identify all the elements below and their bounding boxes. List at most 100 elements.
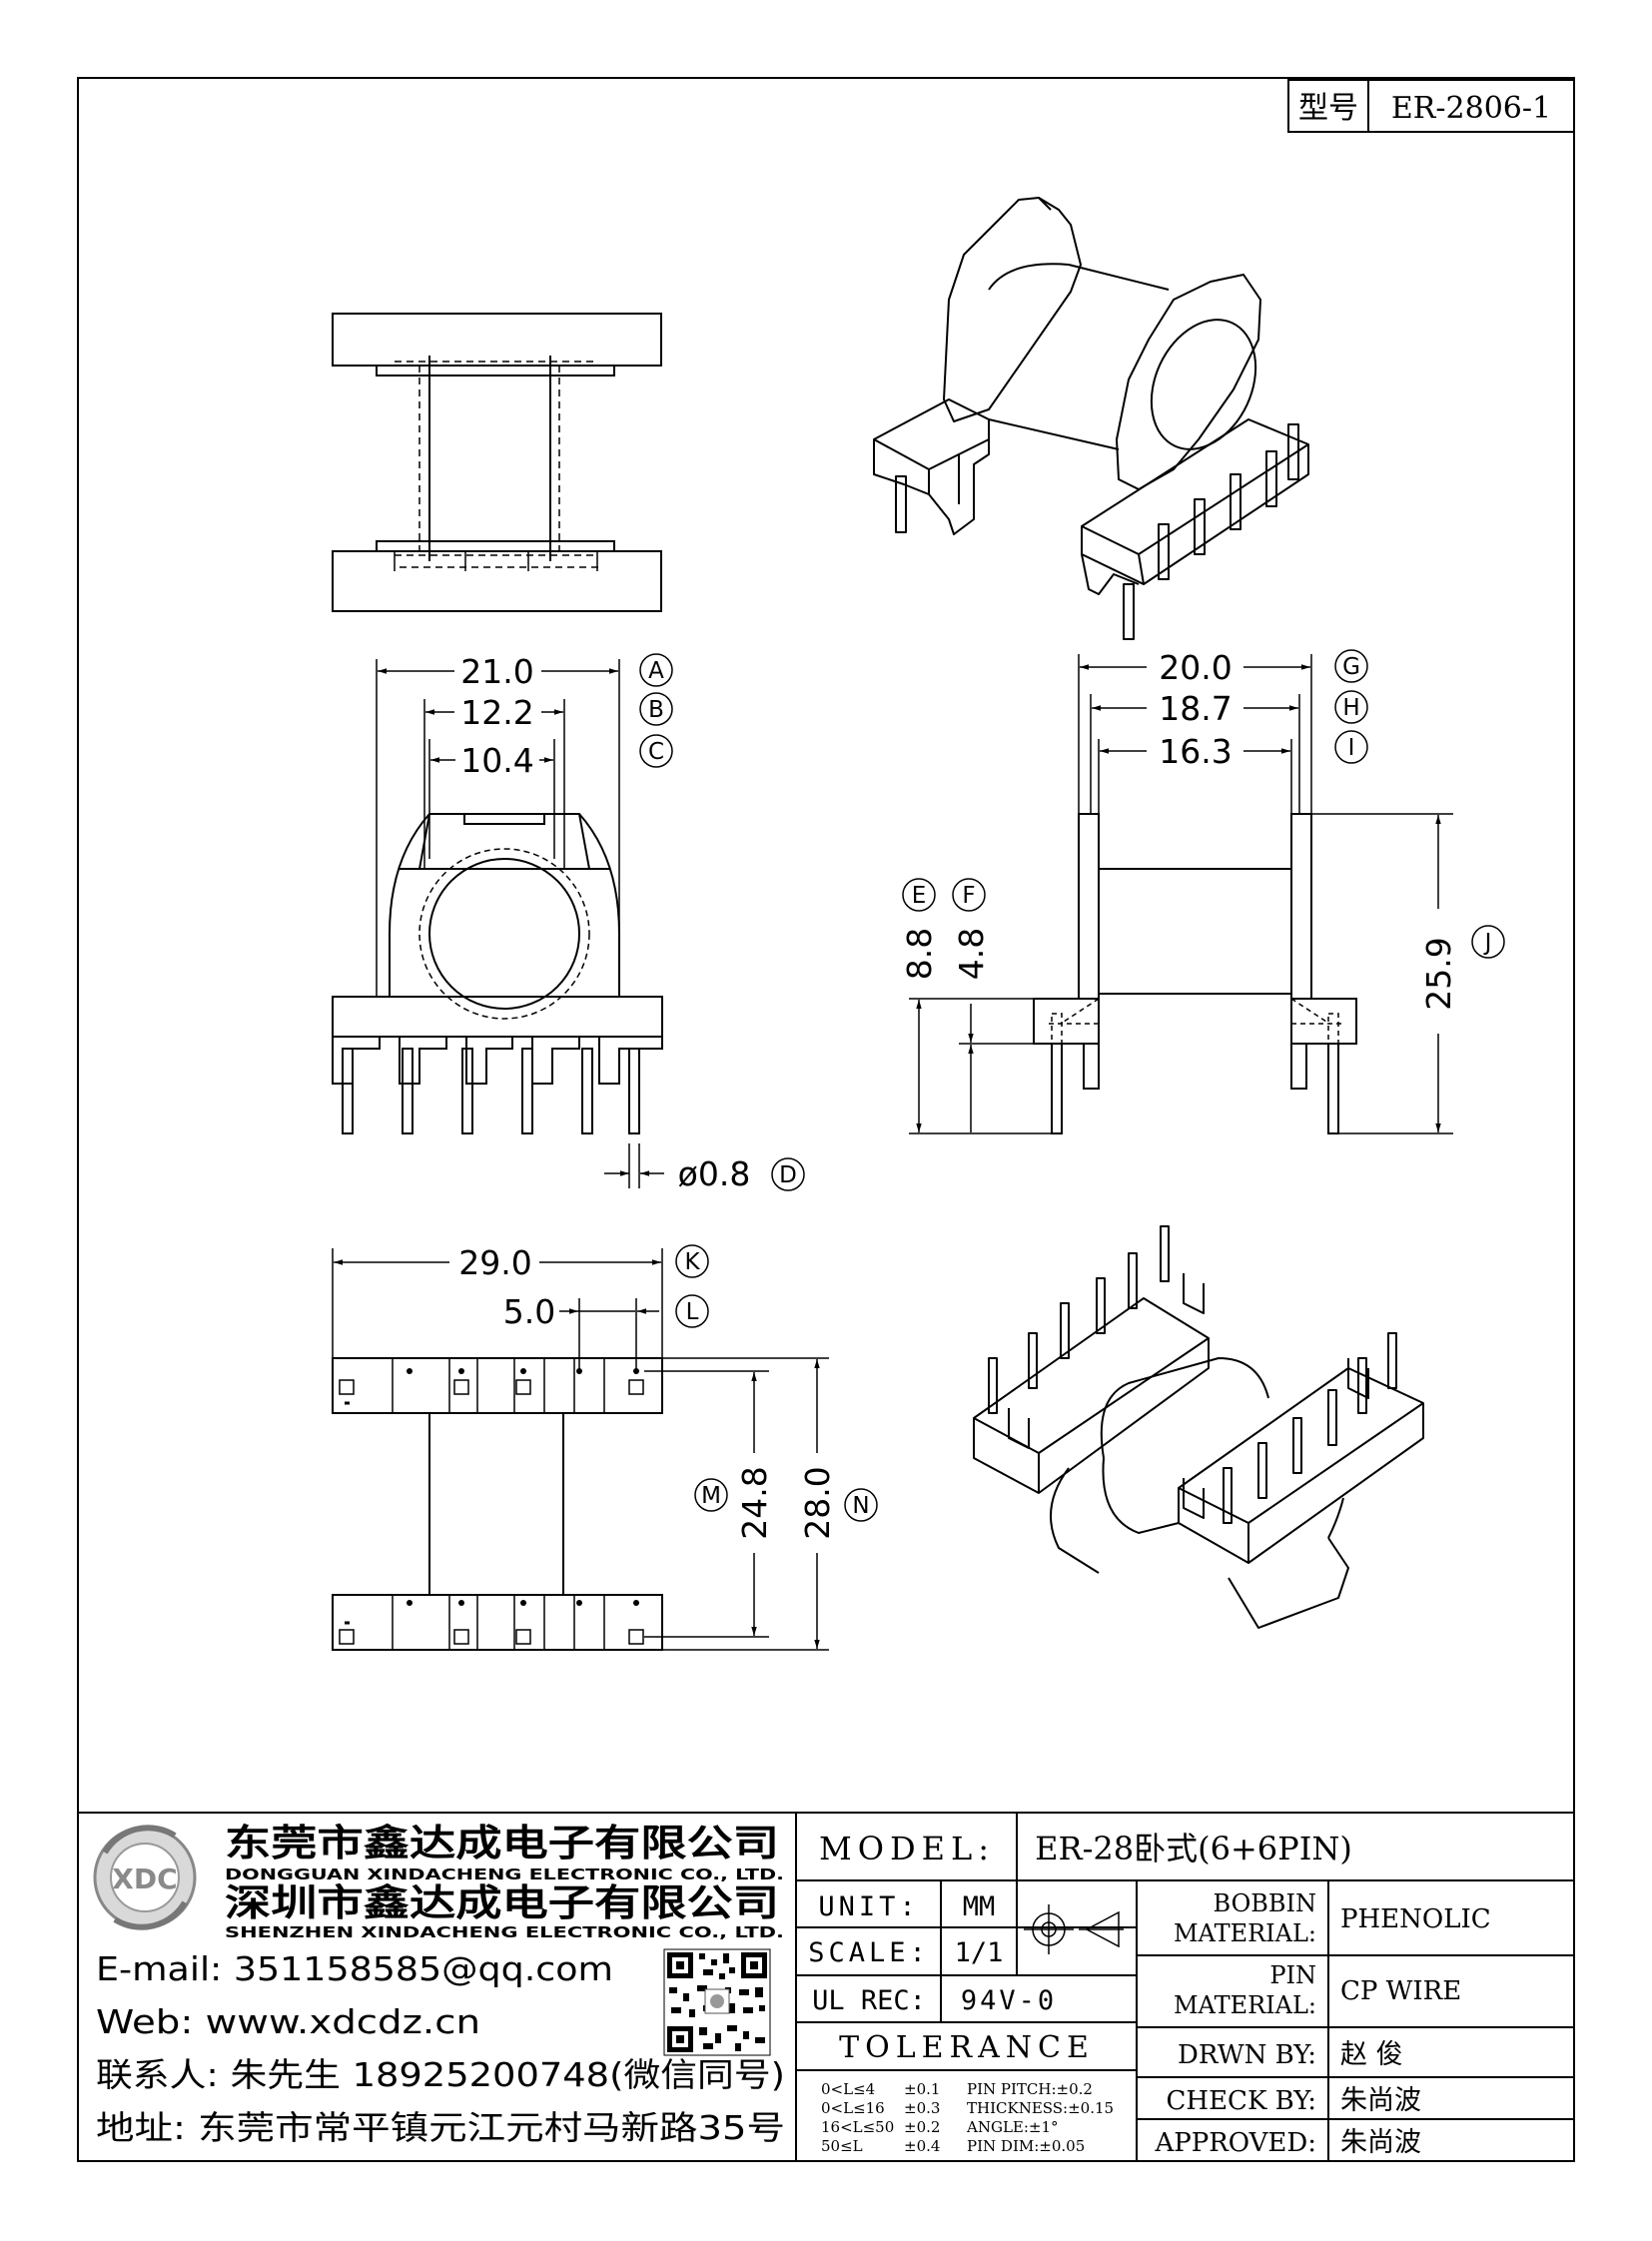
dim-letter-N: N [844, 1488, 878, 1522]
bottom-view-dimensions [332, 1248, 829, 1651]
dim-letter-M: M [694, 1478, 728, 1512]
tb-scale-value: 1/1 [955, 1937, 1004, 1968]
dim-letter-K: K [675, 1244, 709, 1278]
title-block-lines [78, 1812, 1574, 2161]
tb-check-label: CHECK BY: [1167, 2086, 1317, 2116]
company-contact: 联系人: 朱先生 18925200748(微信同号) [96, 2055, 785, 2094]
company-dg-en: DONGGUAN XINDACHENG ELECTRONIC CO., LTD. [225, 1866, 784, 1883]
svg-text:L: L [686, 1299, 699, 1325]
svg-text:K: K [684, 1249, 700, 1275]
side-view [1033, 813, 1357, 1134]
tol-row-3-range: 50≤L [821, 2137, 863, 2155]
dim-letter-A: A [639, 653, 673, 687]
projection-symbol-icon [1024, 1904, 1124, 1954]
header-model-label: 型号 [1298, 91, 1358, 126]
dim-letter-D: D [771, 1157, 805, 1191]
isometric-view-top [873, 197, 1309, 640]
front-view-dimensions [376, 659, 664, 1188]
dim-K-value: 29.0 [458, 1243, 531, 1282]
svg-text:J: J [1483, 930, 1492, 956]
tolerance-table: 0<L≤4 ±0.1 PIN PITCH:±0.2 0<L≤16 ±0.3 TH… [821, 2080, 1114, 2155]
header-model-box: 型号 ER-2806-1 [1287, 79, 1575, 133]
svg-text:I: I [1348, 735, 1355, 761]
dim-letter-G: G [1334, 649, 1368, 683]
tb-bobbin-label-2: MATERIAL: [1174, 1919, 1316, 1947]
top-view [332, 313, 662, 612]
tb-scale-label: SCALE: [808, 1937, 930, 1968]
dim-letter-B: B [639, 692, 673, 726]
dim-E-value: 8.8 [900, 928, 939, 980]
tol-row-0-range: 0<L≤4 [821, 2080, 875, 2098]
tol-row-1-spec: THICKNESS:±0.15 [967, 2099, 1114, 2117]
tb-ulrec-value: 94V-0 [961, 1985, 1057, 2016]
svg-text:D: D [779, 1162, 797, 1188]
tol-row-1-range: 0<L≤16 [821, 2099, 885, 2117]
company-sz-name: 深圳市鑫达成电子有限公司 [225, 1881, 779, 1924]
company-email: E-mail: 351158585@qq.com [96, 1949, 613, 1988]
tb-approved-label: APPROVED: [1154, 2128, 1316, 2158]
company-address: 地址: 东莞市常平镇元江元村马新路35号 [96, 2108, 785, 2147]
sheet-border [77, 77, 1575, 2162]
dim-letter-F: F [952, 878, 986, 912]
dim-D-value: ø0.8 [678, 1154, 751, 1193]
tol-row-3-tol: ±0.4 [904, 2137, 940, 2155]
tb-drawn-value: 赵 俊 [1340, 2039, 1403, 2070]
tb-pin-label-1: PIN [1269, 1961, 1316, 1989]
dim-M-value: 24.8 [735, 1466, 774, 1539]
tol-row-3-spec: PIN DIM:±0.05 [967, 2137, 1085, 2155]
svg-text:A: A [648, 658, 664, 684]
svg-text:M: M [701, 1483, 721, 1509]
dim-L-value: 5.0 [503, 1292, 555, 1331]
tol-row-0-tol: ±0.1 [904, 2080, 940, 2098]
dim-letter-C: C [639, 734, 673, 768]
tb-ulrec-label: UL REC: [812, 1985, 926, 2016]
company-logo: XDC [93, 1825, 197, 1930]
tb-drawn-label: DRWN BY: [1178, 2040, 1316, 2070]
dim-letter-L: L [675, 1294, 709, 1328]
dim-A-value: 21.0 [460, 652, 533, 691]
dim-G-value: 20.0 [1159, 648, 1232, 687]
dim-letter-E: E [902, 878, 936, 912]
svg-text:F: F [962, 883, 975, 909]
header-model-value: ER-2806-1 [1391, 91, 1551, 126]
tol-row-2-spec: ANGLE:±1° [966, 2118, 1059, 2136]
tb-model-value: ER-28卧式(6+6PIN) [1035, 1830, 1352, 1868]
side-view-dimensions [909, 654, 1453, 1134]
svg-text:G: G [1342, 654, 1360, 680]
company-sz-en: SHENZHEN XINDACHENG ELECTRONIC CO., LTD. [225, 1923, 784, 1941]
tol-row-1-tol: ±0.3 [904, 2099, 940, 2117]
bottom-view [332, 1357, 663, 1651]
dim-B-value: 12.2 [460, 693, 533, 732]
tb-pin-value: CP WIRE [1340, 1976, 1461, 2006]
dim-letter-J: J [1471, 925, 1505, 959]
qr-code [663, 1948, 771, 2056]
tb-model-label: MODEL: [819, 1830, 995, 1868]
company-web: Web: www.xdcdz.cn [96, 2002, 480, 2041]
dim-C-value: 10.4 [460, 741, 533, 780]
tb-pin-label-2: MATERIAL: [1174, 1991, 1316, 2019]
svg-text:H: H [1342, 695, 1359, 721]
dim-letter-I: I [1334, 730, 1368, 764]
tb-unit-label: UNIT: [818, 1891, 919, 1922]
tol-row-2-range: 16<L≤50 [821, 2118, 894, 2136]
tb-bobbin-label-1: BOBBIN [1213, 1889, 1316, 1917]
logo-text: XDC [112, 1863, 177, 1895]
dim-F-value: 4.8 [952, 928, 991, 980]
dim-H-value: 18.7 [1159, 689, 1232, 728]
tb-tolerance-label: TOLERANCE [839, 2030, 1095, 2065]
tol-row-0-spec: PIN PITCH:±0.2 [967, 2080, 1093, 2098]
svg-text:N: N [852, 1493, 869, 1519]
isometric-view-bottom [973, 1225, 1424, 1629]
company-dg-name: 东莞市鑫达成电子有限公司 [225, 1822, 779, 1865]
tb-approved-value: 朱尚波 [1340, 2127, 1421, 2158]
svg-text:B: B [648, 697, 664, 723]
front-view [332, 813, 663, 1134]
tol-row-2-tol: ±0.2 [904, 2118, 940, 2136]
tb-bobbin-value: PHENOLIC [1340, 1904, 1491, 1934]
svg-text:E: E [912, 883, 927, 909]
dim-N-value: 28.0 [798, 1466, 837, 1539]
tb-unit-value: MM [963, 1891, 996, 1922]
dim-letter-H: H [1334, 690, 1368, 724]
dim-J-value: 25.9 [1419, 937, 1458, 1010]
